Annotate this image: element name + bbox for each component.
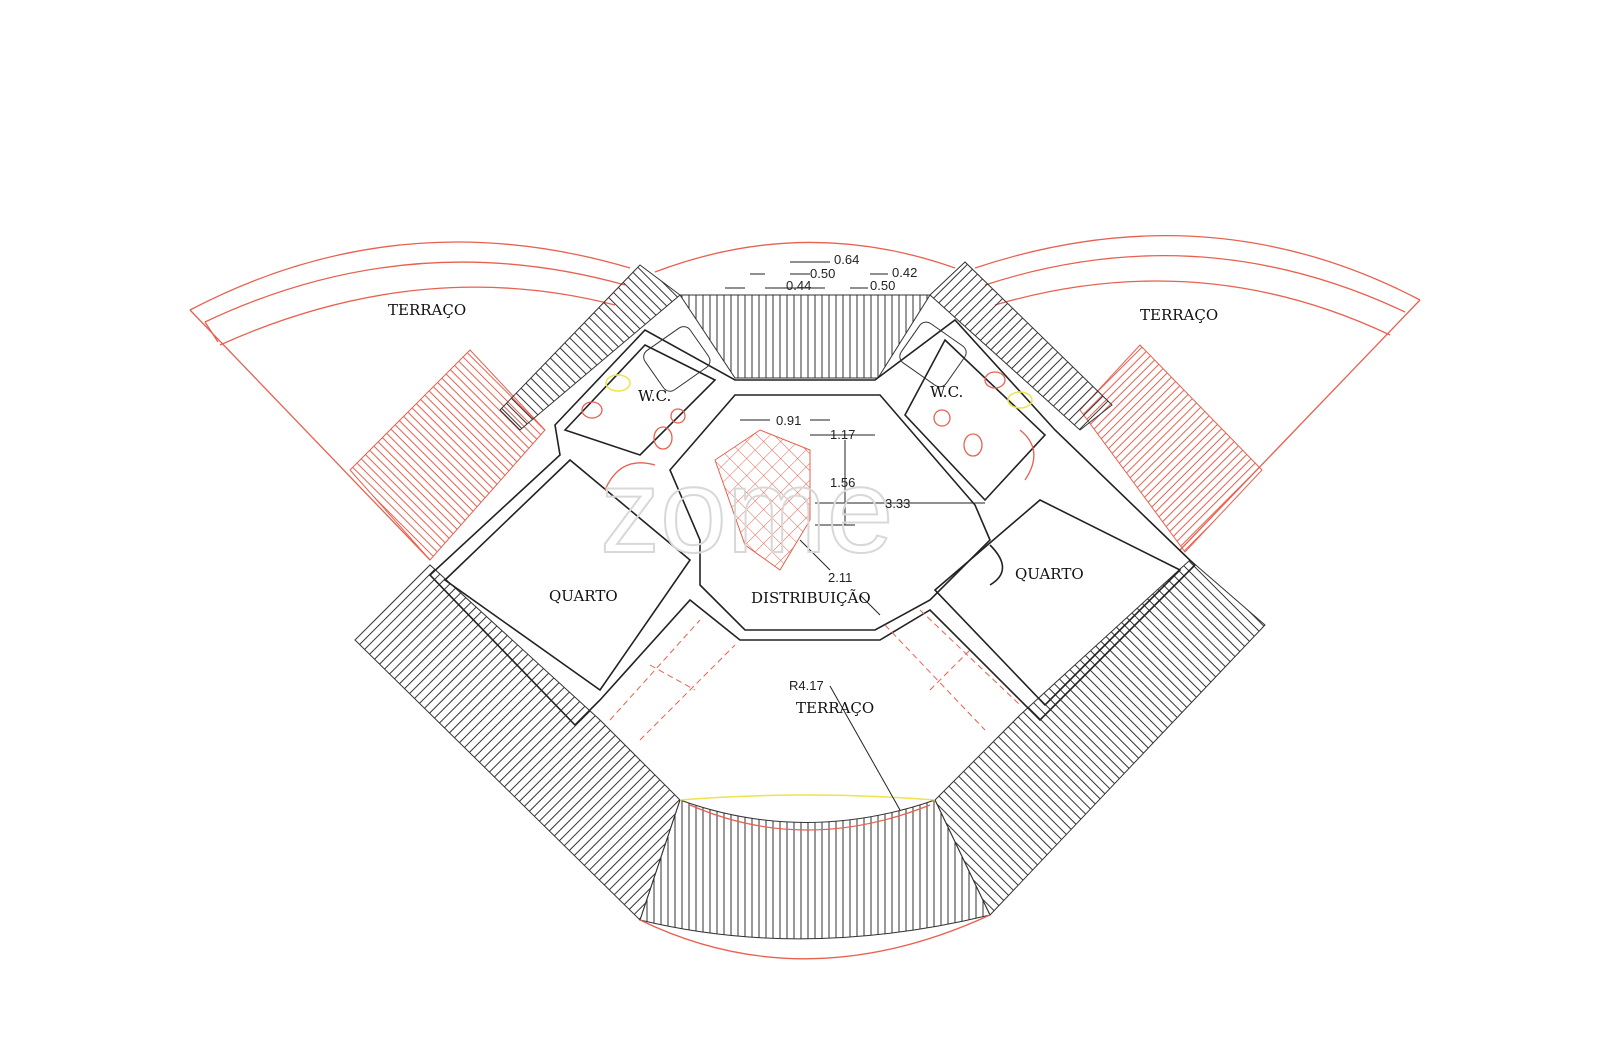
dim-3-33: 3.33 (885, 496, 910, 511)
label-terrace-right: TERRAÇO (1140, 306, 1218, 324)
fixtures (581, 371, 1035, 586)
deck-left (349, 349, 546, 561)
bottom-arc (639, 914, 991, 960)
label-wc-right: W.C. (930, 383, 963, 401)
terrace-left (189, 241, 631, 561)
dim-1-56: 1.56 (830, 475, 855, 490)
watermark: zome (600, 444, 893, 578)
dim-1-17: 1.17 (830, 427, 855, 442)
label-bedroom-right: QUARTO (1015, 565, 1084, 583)
dim-0-50-b: 0.50 (870, 278, 895, 293)
dimension-lines (725, 261, 985, 811)
dim-0-64: 0.64 (834, 252, 859, 267)
label-bedroom-left: QUARTO (549, 587, 618, 605)
label-wc-left: W.C. (638, 387, 671, 405)
label-hall: DISTRIBUIÇÃO (751, 589, 871, 607)
label-terrace-left: TERRAÇO (388, 301, 466, 319)
terrace-doors (609, 609, 1021, 741)
dim-0-42: 0.42 (892, 265, 917, 280)
dim-0-91: 0.91 (776, 413, 801, 428)
label-terrace-bottom: TERRAÇO (796, 699, 874, 717)
inner-arc (689, 804, 931, 831)
dim-2-11: 2.11 (828, 570, 852, 585)
deck-right (1079, 344, 1263, 553)
dim-0-50-a: 0.50 (810, 266, 835, 281)
stairs (714, 429, 811, 571)
bottom-inner-arc (679, 794, 936, 801)
dim-radius: R4.17 (789, 678, 824, 693)
dim-0-44: 0.44 (786, 278, 811, 293)
walls (428, 318, 1197, 727)
top-arc (654, 241, 956, 273)
